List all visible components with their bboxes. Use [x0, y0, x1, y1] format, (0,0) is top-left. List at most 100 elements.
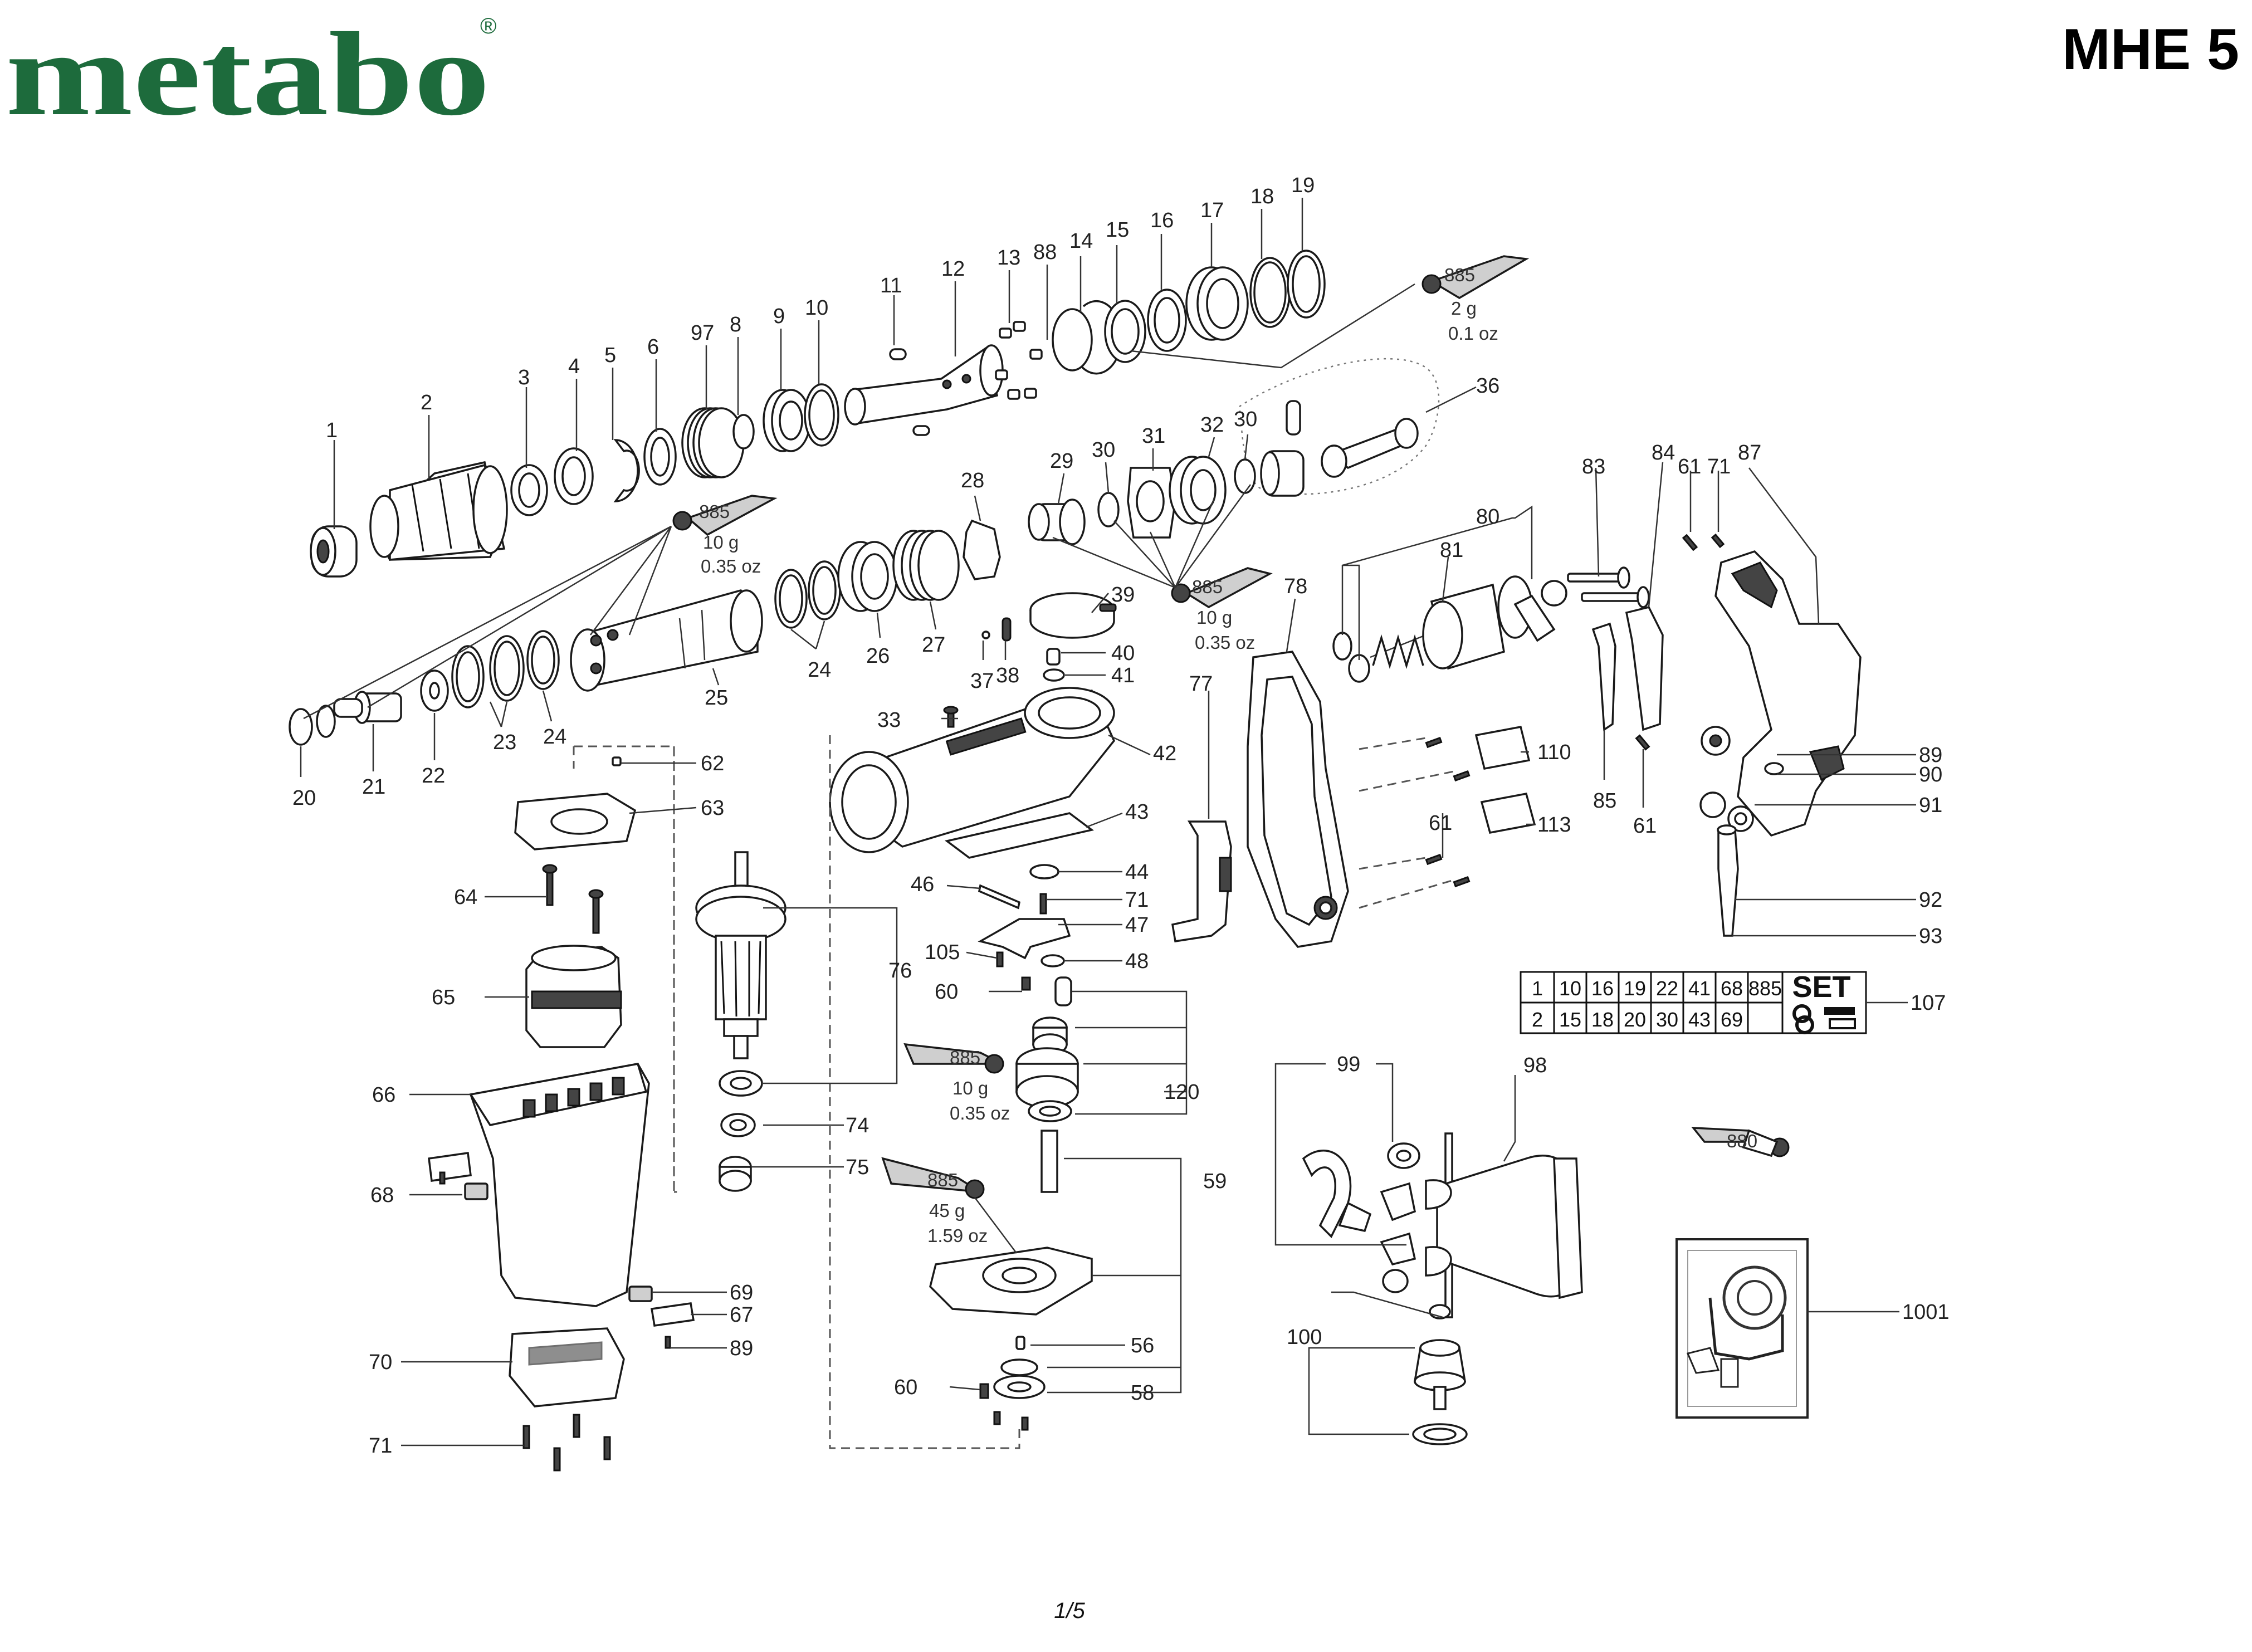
- part-label: 38: [996, 664, 1019, 687]
- lubricant-amount-g: 2 g: [1451, 298, 1477, 319]
- part-label: 16: [1150, 209, 1174, 232]
- part-label: 70: [369, 1351, 392, 1374]
- registered-mark: ®: [480, 14, 496, 38]
- lubricant-code: 885: [1444, 265, 1475, 285]
- motor-housing-group: [428, 745, 695, 1472]
- part-label: 98: [1523, 1054, 1547, 1077]
- part-label: 60: [935, 980, 958, 1004]
- set-cell: 885: [1748, 977, 1782, 1000]
- part-label: 41: [1111, 664, 1135, 687]
- part-label: 33: [877, 708, 901, 732]
- part-label: 4: [568, 355, 580, 378]
- lubricant-code: 885: [927, 1170, 958, 1190]
- part-label: 80: [1476, 505, 1499, 529]
- part-label: 25: [705, 686, 728, 710]
- part-label: 5: [604, 344, 616, 367]
- set-cell: 2: [1532, 1008, 1543, 1031]
- set-cell: 68: [1721, 977, 1743, 1000]
- part-label: 81: [1440, 539, 1463, 562]
- part-label: 30: [1234, 408, 1257, 431]
- part-label: 24: [808, 658, 831, 682]
- lubricant-labels: 885 2 g 0.1 oz 885 10 g 0.35 oz 885 10 g…: [699, 265, 1757, 1246]
- lubricant-amount-oz: 0.1 oz: [1448, 323, 1498, 344]
- grease-tube-880: [1691, 1127, 1790, 1157]
- part-label: 48: [1125, 950, 1149, 973]
- set-cell: 41: [1688, 977, 1711, 1000]
- part-label: 71: [1707, 455, 1731, 478]
- chuck-assembly: [310, 250, 1326, 578]
- part-label: 99: [1337, 1053, 1360, 1076]
- part-label: 58: [1131, 1381, 1154, 1405]
- part-label: 75: [846, 1156, 869, 1179]
- armature: [695, 851, 787, 1192]
- metabo-logo: metabo ®: [6, 7, 496, 140]
- intermediate-shaft-assembly: [929, 976, 1093, 1431]
- part-number-labels: 1 2 3 4 5 6 97 8 9 10 11 12 13 88 14 15 …: [292, 174, 1950, 1458]
- part-label: 12: [941, 257, 965, 281]
- part-label: 89: [730, 1337, 753, 1360]
- part-label: 105: [925, 941, 960, 964]
- part-label: 8: [730, 313, 741, 336]
- part-label: 88: [1033, 241, 1057, 264]
- set-title: SET: [1792, 970, 1850, 1004]
- part-label: 32: [1200, 413, 1224, 437]
- lubricant-code: 885: [699, 501, 730, 522]
- part-label: 11: [880, 274, 902, 297]
- lubricant-amount-oz: 0.35 oz: [701, 556, 761, 576]
- spindle-assembly: [289, 519, 1001, 746]
- logo-wordmark: metabo: [6, 7, 490, 140]
- lubricant-amount-g: 10 g: [703, 532, 739, 553]
- wiring-diagram-1001: [1675, 1238, 1899, 1419]
- part-label: 18: [1250, 185, 1274, 208]
- set-cell: 19: [1624, 977, 1646, 1000]
- part-label: 27: [922, 633, 945, 657]
- part-label: 64: [454, 886, 477, 909]
- part-label: 28: [961, 469, 984, 492]
- part-label: 26: [866, 644, 890, 668]
- set-cell: 15: [1559, 1008, 1581, 1031]
- set-table: 1 10 16 19 22 41 68 885 2 15 18 20 30 43…: [1520, 970, 1946, 1034]
- part-label: 14: [1069, 229, 1093, 253]
- part-label: 43: [1125, 800, 1149, 824]
- crank-assembly: [1028, 358, 1440, 545]
- lubricant-code: 880: [1727, 1131, 1757, 1151]
- part-label: 22: [422, 764, 445, 788]
- part-label: 36: [1476, 374, 1499, 398]
- set-cell: 22: [1656, 977, 1678, 1000]
- lubricant-amount-g: 10 g: [952, 1078, 988, 1098]
- set-cell: 16: [1591, 977, 1614, 1000]
- part-label: 39: [1111, 583, 1135, 607]
- set-label: 107: [1911, 991, 1946, 1015]
- part-label: 23: [493, 731, 516, 754]
- part-label: 71: [369, 1434, 392, 1458]
- part-label: 68: [370, 1184, 394, 1207]
- set-cell: 43: [1688, 1008, 1711, 1031]
- part-label: 62: [701, 752, 724, 775]
- part-label: 6: [647, 335, 659, 359]
- part-label: 42: [1153, 742, 1176, 765]
- part-label: 59: [1203, 1170, 1227, 1193]
- side-handle-assembly: [1274, 1063, 1583, 1445]
- model-title: MHE 5: [2062, 17, 2239, 82]
- part-label: 1001: [1902, 1301, 1950, 1324]
- part-label: 3: [518, 366, 530, 389]
- grease-tube-885-b: [303, 495, 778, 720]
- set-cell: 18: [1591, 1008, 1614, 1031]
- part-label: 20: [292, 786, 316, 810]
- grease-tube-885-a: [1130, 255, 1530, 369]
- part-label: 40: [1111, 642, 1135, 665]
- part-label: 61: [1429, 812, 1452, 835]
- set-cell: 69: [1721, 1008, 1743, 1031]
- part-label: 90: [1919, 763, 1942, 786]
- part-label: 60: [894, 1376, 917, 1399]
- lubricant-amount-g: 45 g: [929, 1200, 965, 1221]
- part-label: 97: [691, 321, 714, 345]
- grease-tube-885-e: [881, 1157, 1017, 1254]
- part-label: 15: [1106, 218, 1129, 242]
- lubricant-amount-oz: 0.35 oz: [1195, 632, 1255, 653]
- lubricant-amount-oz: 0.35 oz: [950, 1103, 1010, 1123]
- part-label: 56: [1131, 1334, 1154, 1357]
- part-label: 93: [1919, 925, 1942, 948]
- part-label: 113: [1537, 813, 1571, 837]
- set-cell: 20: [1624, 1008, 1646, 1031]
